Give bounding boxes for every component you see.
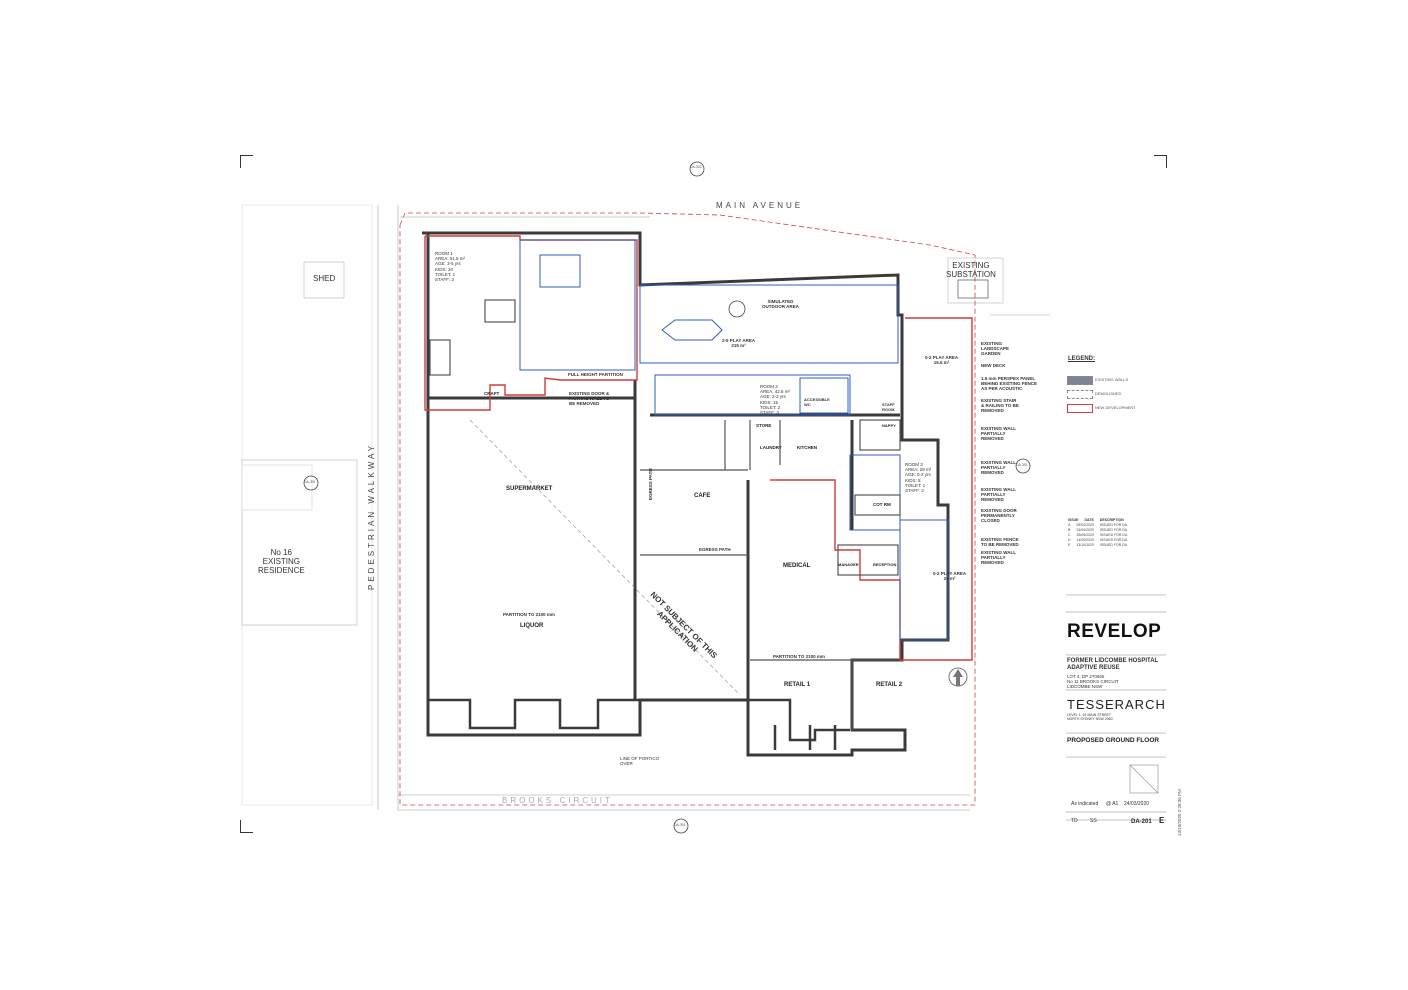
manager-label: MANAGER bbox=[838, 562, 859, 567]
legend-title: LEGEND: bbox=[1068, 356, 1095, 362]
play-area-east-label: 0-2 PLAY AREA 15.5 m² bbox=[925, 355, 959, 366]
side-note: EXISTING DOOR PERMANENTLY CLOSED bbox=[981, 508, 1017, 524]
legend-label-demolished: DEMOLISHED bbox=[1095, 391, 1122, 396]
kitchen-label: KITCHEN bbox=[797, 445, 817, 450]
side-note: EXISTING WALL PARTIALLY REMOVED bbox=[981, 550, 1017, 566]
scale-value: As indicated bbox=[1071, 801, 1099, 807]
building-walls bbox=[422, 231, 950, 757]
play-area-main-label: 2-5 PLAY AREA 215 m² bbox=[722, 338, 756, 349]
architect-address: LEVEL 1, 61 MAIN STREET NORTH SYDNEY NSW… bbox=[1067, 713, 1113, 722]
legend-swatch-demolished bbox=[1067, 390, 1093, 399]
project-address: LOT 4, DP 270665 No 11 BROOKS CIRCUIT LI… bbox=[1067, 674, 1119, 690]
partition-medical-label: PARTITION TO 2100 mm bbox=[773, 654, 825, 659]
site-context bbox=[241, 204, 1050, 811]
side-note: 1.5 mm PERSPEX PANEL BEHIND EXISTING FEN… bbox=[981, 376, 1038, 392]
not-subject-line bbox=[469, 419, 741, 696]
title-block-frame bbox=[1066, 594, 1166, 821]
laundry-label: LAUNDRY bbox=[760, 445, 782, 450]
revision-letter: E bbox=[1159, 816, 1165, 825]
drawn-by: TD bbox=[1071, 818, 1078, 824]
pedestrian-walkway-label: PEDESTRIAN WALKWAY bbox=[367, 442, 376, 590]
full-height-partition-label: FULL HEIGHT PARTITION bbox=[568, 372, 623, 377]
legend-label-new: NEW DEVELOPMENT bbox=[1095, 405, 1136, 410]
store-label: STORE bbox=[756, 423, 772, 428]
site-boundary bbox=[399, 212, 976, 806]
interior-partitions bbox=[429, 299, 901, 730]
legend-label-existing: EXISTING WALLS bbox=[1095, 377, 1129, 382]
company-name: REVELOP bbox=[1067, 621, 1162, 642]
liquor-label: LIQUOR bbox=[520, 623, 544, 629]
section-markers bbox=[303, 161, 1031, 834]
drawing-date: 24/03/2020 bbox=[1124, 801, 1150, 807]
north-arrow-icon bbox=[948, 667, 968, 687]
side-note: EXISTING STAIR & RAILING TO BE REMOVED bbox=[981, 398, 1019, 414]
architect-name: TESSERARCH bbox=[1067, 697, 1166, 712]
retail-2-label: RETAIL 2 bbox=[876, 682, 903, 688]
play-area-south-label: 0-2 PLAY AREA 26 m² bbox=[933, 571, 967, 582]
existing-door-removed-label: EXISTING DOOR & PARTIAL WALL TO BE REMOV… bbox=[569, 391, 610, 407]
project-name: FORMER LIDCOMBE HOSPITAL ADAPTIVE REUSE bbox=[1067, 658, 1159, 671]
partition-liquor-label: PARTITION TO 2100 mm bbox=[503, 612, 555, 617]
crop-mark-top-left bbox=[240, 155, 253, 168]
medical-label: MEDICAL bbox=[783, 563, 811, 569]
legend-swatch-existing bbox=[1067, 376, 1093, 385]
side-note: EXISTING FENCE TO BE REMOVED bbox=[981, 537, 1019, 548]
retail-1-label: RETAIL 1 bbox=[784, 682, 811, 688]
portico-label: LINE OF PORTICO OVER bbox=[620, 756, 660, 767]
room-3-label: ROOM 3 AREA: 28 m² AGE: 0-2 yrs KIDS: 8 … bbox=[905, 462, 932, 493]
section-ref-east: DA-301 bbox=[1016, 463, 1028, 467]
reception-label: RECEPTION bbox=[873, 562, 897, 567]
egress-path-label-1: EGRESS PATH bbox=[648, 468, 653, 500]
childcare-fitout bbox=[519, 239, 949, 641]
cot-room-label: COT RM bbox=[873, 502, 891, 507]
legend-swatch-new bbox=[1067, 404, 1093, 413]
print-timestamp: 13/10/2020 2:28:36 PM bbox=[1177, 789, 1182, 836]
nappy-label: NAPPY bbox=[882, 423, 896, 428]
egress-path-label-2: EGRESS PATH bbox=[699, 547, 731, 552]
accessible-wc-label: ACCESSIBLE WC bbox=[804, 397, 830, 407]
brooks-circuit-label: BROOKS CIRCUIT bbox=[502, 796, 613, 805]
cafe-label: CAFE bbox=[694, 493, 711, 499]
crop-mark-top-right bbox=[1154, 155, 1167, 168]
shed-label: SHED bbox=[313, 274, 336, 283]
drawing-number: DA-201 bbox=[1131, 819, 1152, 825]
outdoor-area-label: SIMULATED OUTDOOR AREA bbox=[762, 299, 799, 310]
substation-label: EXISTING SUBSTATION bbox=[946, 261, 996, 279]
sheet-size: @ A1 bbox=[1106, 801, 1119, 807]
section-ref-north: DA-301 bbox=[690, 165, 702, 169]
room-1-label: ROOM 1 AREA: 51.5 m² AGE: 3-5 yrs KIDS: … bbox=[435, 251, 466, 282]
supermarket-label: SUPERMARKET bbox=[506, 486, 553, 492]
side-note: EXISTING WALL PARTIALLY REMOVED bbox=[981, 487, 1017, 503]
crop-mark-bottom-left bbox=[240, 820, 253, 833]
side-note: EXISTING LANDSCAPE GARDEN bbox=[981, 341, 1010, 357]
side-note: EXISTING WALL PARTIALLY REMOVED bbox=[981, 460, 1017, 476]
section-ref-west: DA-301 bbox=[304, 480, 316, 484]
main-avenue-label: MAIN AVENUE bbox=[716, 201, 804, 210]
side-note: EXISTING WALL PARTIALLY REMOVED bbox=[981, 426, 1017, 442]
staff-room-label: STAFF ROOM bbox=[882, 402, 895, 412]
room-2-label: ROOM 2 AREA: 42.6 m² AGE: 2-3 yrs KIDS: … bbox=[760, 384, 791, 415]
drawing-title: PROPOSED GROUND FLOOR bbox=[1067, 737, 1160, 744]
side-note: NEW DECK bbox=[981, 363, 1006, 368]
section-ref-south: DA-301 bbox=[674, 823, 686, 827]
checked-by: SS bbox=[1090, 818, 1097, 824]
residence-label: No 16 EXISTING RESIDENCE bbox=[258, 548, 305, 576]
portico bbox=[426, 698, 850, 755]
craft-label: CRAFT bbox=[484, 391, 500, 396]
